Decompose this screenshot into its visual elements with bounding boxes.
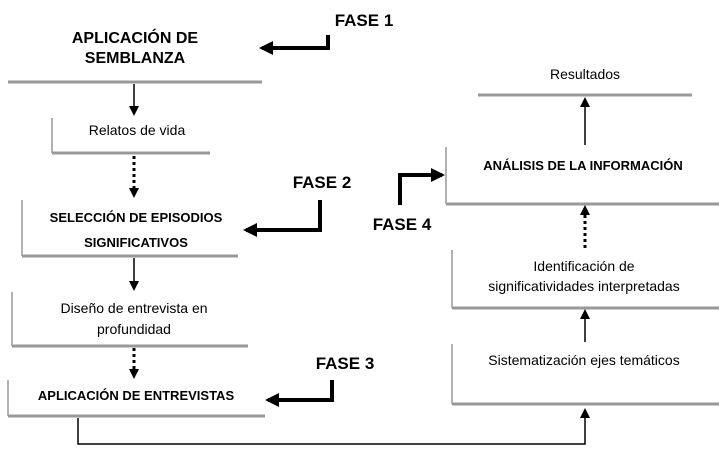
box-borders-left (7, 80, 265, 418)
fase2-label: FASE 2 (292, 173, 352, 192)
diseno-label: Diseño de entrevista en profundidad (60, 300, 208, 337)
identificacion-label: Identificación de significatividades int… (488, 258, 680, 295)
fase1-label: FASE 1 (334, 11, 394, 30)
aplicacion-entrevistas-title: APLICACIÓN DE ENTREVISTAS (37, 388, 235, 403)
aplicacion-semblanza-title: APLICACIÓN DE SEMBLANZA (71, 30, 199, 67)
connector-entrevistas-to-sistematizacion (77, 408, 590, 445)
analisis-title: ANÁLISIS DE LA INFORMACIÓN (483, 158, 683, 173)
fase3-label: FASE 3 (315, 354, 375, 373)
sistematizacion-label: Sistematización ejes temáticos (488, 352, 680, 368)
resultados-label: Resultados (549, 66, 621, 82)
box-borders-right (445, 93, 719, 406)
fase4-label: FASE 4 (372, 215, 432, 234)
fase1-arrow (259, 35, 330, 55)
fase4-arrow (398, 168, 445, 205)
fase3-arrow (265, 380, 334, 407)
seleccion-title: SELECCIÓN DE EPISODIOS SIGNIFICATIVOS (49, 210, 223, 250)
relatos-label: Relatos de vida (88, 122, 186, 138)
fase2-arrow (243, 200, 322, 237)
